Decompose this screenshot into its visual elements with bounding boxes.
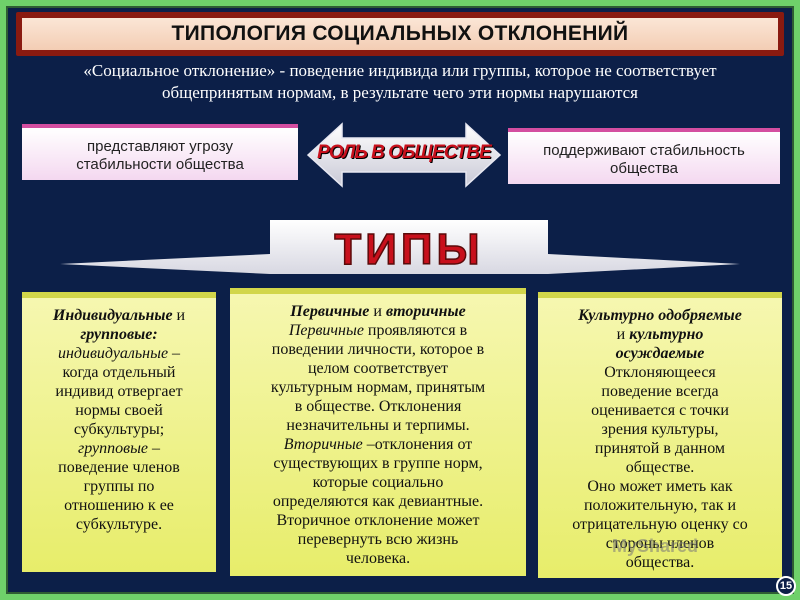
card1-line: когда отдельный xyxy=(62,364,176,381)
card1-term-1: индивидуальные – xyxy=(57,345,181,362)
card3-line: положительную, так и xyxy=(583,497,737,514)
definition-line-2: общепринятым нормам, в результате чего э… xyxy=(161,83,638,102)
card2-line: в обществе. Отклонения xyxy=(294,398,462,415)
card3-heading-3: осуждаемые xyxy=(615,345,705,362)
card1-heading-2: групповые: xyxy=(80,326,158,343)
card2-line: Вторичное отклонение может xyxy=(276,512,480,529)
card3-line: Отклоняющееся xyxy=(604,364,716,381)
card3-line: поведение всегда xyxy=(601,383,719,400)
card1-line: отношению к ее xyxy=(64,497,174,514)
card3-line: принятой в данном xyxy=(594,440,726,457)
stability-line-1: поддерживают стабильность xyxy=(543,142,745,159)
card1-term-2: групповые – xyxy=(77,440,160,457)
card2-line: целом соответствует xyxy=(307,360,449,377)
card-primary-secondary: Первичные и вторичные Первичные проявляю… xyxy=(230,288,526,576)
threat-line-2: стабильности общества xyxy=(76,156,244,173)
card2-line: человека. xyxy=(345,550,411,567)
banner-shape: ТИПЫ xyxy=(60,220,740,275)
definition-line-1: «Социальное отклонение» - поведение инди… xyxy=(83,61,717,80)
card2-heading: Первичные и вторичные xyxy=(290,303,466,320)
threat-box: представляют угрозу стабильности обществ… xyxy=(22,124,298,180)
card1-line: нормы своей xyxy=(75,402,163,419)
types-title: ТИПЫ xyxy=(334,225,483,274)
card2-term-2: Вторичные –отклонения от xyxy=(283,436,473,453)
role-label: РОЛЬ В ОБЩЕСТВЕ xyxy=(317,142,492,163)
slide-number: 15 xyxy=(776,576,796,596)
double-arrow-icon xyxy=(306,122,502,188)
page-title: ТИПОЛОГИЯ СОЦИАЛЬНЫХ ОТКЛОНЕНИЙ xyxy=(171,22,629,45)
card-cultural: Культурно одобряемые и культурно осуждае… xyxy=(538,292,782,578)
card3-line: стороны членов xyxy=(605,535,715,552)
definition-text: «Социальное отклонение» - поведение инди… xyxy=(30,60,770,104)
card3-line: обществе. xyxy=(625,459,695,476)
card1-line: субкультуре. xyxy=(75,516,163,533)
card3-line: общества. xyxy=(625,554,695,571)
stability-box: поддерживают стабильность общества xyxy=(508,128,780,184)
card3-heading-2: и культурно xyxy=(616,326,704,343)
card1-line: индивид отвергает xyxy=(55,383,183,400)
card-individual-group: Индивидуальные и групповые: индивидуальн… xyxy=(22,292,216,572)
card1-heading-1: Индивидуальные и xyxy=(52,307,186,324)
card2-line: перевернуть всю жизнь xyxy=(297,531,459,548)
card2-term-1: Первичные проявляются в xyxy=(288,322,468,339)
card3-line: Оно может иметь как xyxy=(587,478,733,495)
card3-line: зрения культуры, xyxy=(601,421,719,438)
card2-line: поведении личности, которое в xyxy=(271,341,485,358)
title-panel: ТИПОЛОГИЯ СОЦИАЛЬНЫХ ОТКЛОНЕНИЙ xyxy=(22,18,778,50)
card2-line: определяются как девиантные. xyxy=(272,493,484,510)
card2-line: культурным нормам, принятым xyxy=(270,379,486,396)
card3-heading-1: Культурно одобряемые xyxy=(578,307,742,324)
card1-line: поведение членов xyxy=(58,459,180,476)
card2-line: которые социально xyxy=(312,474,444,491)
card2-line: незначительны и терпимы. xyxy=(286,417,470,434)
card3-line: отрицательную оценку со xyxy=(572,516,748,533)
card2-line: существующих в группе норм, xyxy=(273,455,483,472)
card3-line: оценивается с точки xyxy=(591,402,729,419)
role-arrow: РОЛЬ В ОБЩЕСТВЕ xyxy=(306,122,502,188)
threat-line-1: представляют угрозу xyxy=(87,138,233,155)
watermark: MyShared xyxy=(612,536,699,556)
types-banner: ТИПЫ xyxy=(60,218,740,278)
card1-line: субкультуры; xyxy=(73,421,165,438)
card1-line: группы по xyxy=(83,478,155,495)
stability-line-2: общества xyxy=(610,160,678,177)
title-bar: ТИПОЛОГИЯ СОЦИАЛЬНЫХ ОТКЛОНЕНИЙ xyxy=(16,12,784,56)
